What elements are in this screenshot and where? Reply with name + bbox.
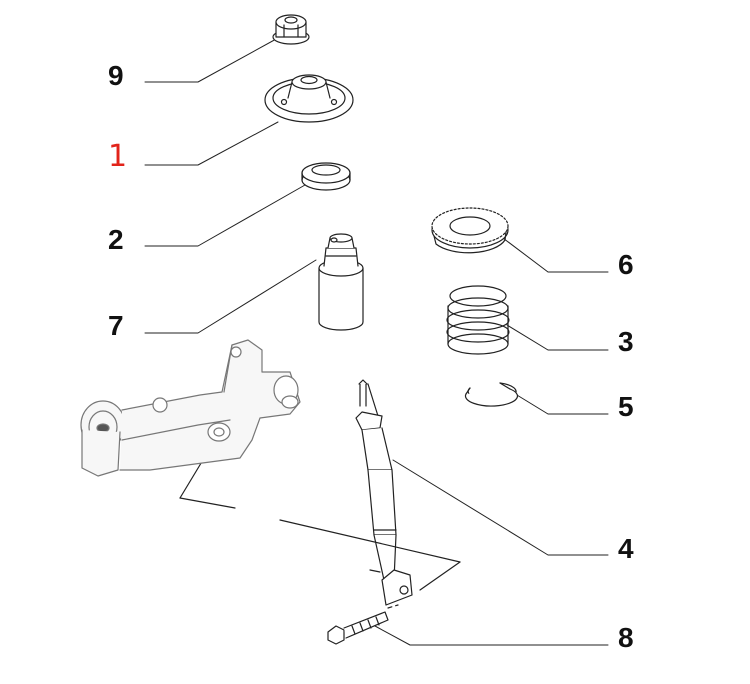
part-top-mount bbox=[264, 74, 354, 123]
leader-2 bbox=[144, 184, 306, 247]
callout-8: 8 bbox=[618, 622, 634, 653]
callout-9: 9 bbox=[108, 60, 124, 91]
callout-6: 6 bbox=[618, 249, 634, 280]
leader-8 bbox=[374, 625, 609, 646]
leader-6 bbox=[494, 231, 609, 273]
part-bump-stop bbox=[318, 233, 364, 331]
callout-7: 7 bbox=[108, 310, 124, 341]
part-cap bbox=[301, 162, 351, 191]
part-nut bbox=[272, 14, 310, 45]
leader-3 bbox=[506, 324, 609, 351]
callout-5: 5 bbox=[618, 391, 634, 422]
leader-4 bbox=[392, 459, 609, 556]
part-shock-absorber bbox=[355, 379, 413, 606]
part-axle-arm bbox=[80, 339, 301, 477]
part-lower-spring-seat bbox=[464, 382, 519, 407]
callout-2: 2 bbox=[108, 224, 124, 255]
leader-lines bbox=[144, 37, 609, 646]
leader-7 bbox=[144, 259, 317, 334]
part-upper-spring-seat bbox=[431, 207, 509, 254]
part-coil-spring bbox=[446, 285, 510, 355]
part-bolt bbox=[327, 611, 389, 645]
callout-4: 4 bbox=[618, 533, 634, 564]
leader-9 bbox=[144, 37, 279, 83]
callout-1: 1 bbox=[108, 139, 128, 174]
leader-1 bbox=[144, 121, 279, 166]
callout-3: 3 bbox=[618, 326, 634, 357]
alignment-lines bbox=[179, 439, 461, 609]
leader-5 bbox=[511, 391, 609, 415]
